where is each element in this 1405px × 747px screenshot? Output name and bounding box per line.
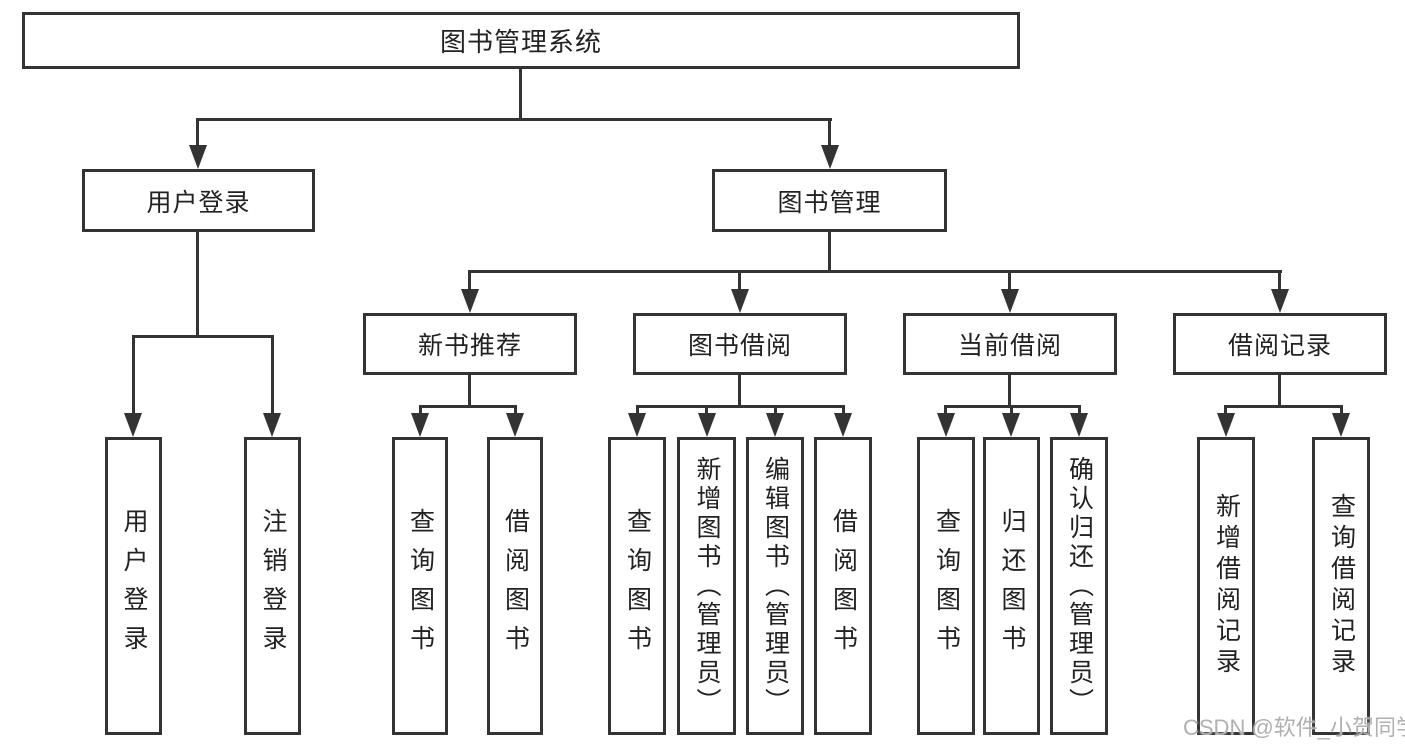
connector-line	[636, 405, 844, 408]
connector-line	[468, 373, 471, 407]
connector-line	[132, 335, 274, 338]
connector-line	[1224, 405, 1227, 415]
connector-line	[636, 405, 639, 415]
csdn-watermark: CSDN @软件_小贺同学	[1183, 715, 1405, 740]
arrowhead-down-icon	[1217, 413, 1235, 437]
arrowhead-down-icon	[461, 289, 479, 313]
node-new-book-recommendation: 新书推荐	[363, 313, 577, 375]
arrowhead-down-icon	[731, 289, 749, 313]
leaf-logout: 注销登录	[244, 437, 301, 735]
connector-line	[828, 231, 831, 272]
connector-line	[774, 405, 777, 415]
leaf-user-login: 用户登录	[105, 437, 162, 735]
connector-line	[468, 270, 471, 292]
connector-line	[196, 118, 199, 148]
connector-line	[842, 405, 845, 415]
connector-line	[705, 405, 708, 415]
arrowhead-down-icon	[411, 413, 429, 437]
connector-line	[828, 118, 831, 148]
connector-line	[1010, 405, 1013, 415]
leaf-query-books-borrowing: 查询图书	[608, 437, 666, 735]
connector-line	[1278, 270, 1281, 292]
leaf-confirm-return-admin: 确认归还（管理员）	[1050, 437, 1108, 735]
connector-line	[132, 335, 135, 417]
connector-line	[419, 405, 516, 408]
node-book-management: 图书管理	[712, 169, 947, 232]
arrowhead-down-icon	[1271, 289, 1289, 313]
arrowhead-down-icon	[263, 413, 281, 437]
arrowhead-down-icon	[1070, 413, 1088, 437]
connector-line	[271, 335, 274, 417]
connector-line	[514, 405, 517, 415]
node-user-login: 用户登录	[82, 169, 315, 232]
arrowhead-down-icon	[834, 413, 852, 437]
arrowhead-down-icon	[766, 413, 784, 437]
arrowhead-down-icon	[124, 413, 142, 437]
connector-line	[419, 405, 422, 415]
arrowhead-down-icon	[628, 413, 646, 437]
connector-line	[196, 118, 832, 121]
arrowhead-down-icon	[189, 145, 207, 169]
node-current-borrowing: 当前借阅	[903, 313, 1117, 375]
connector-line	[1278, 373, 1281, 407]
leaf-add-books-admin: 新增图书（管理员）	[677, 437, 736, 735]
arrowhead-down-icon	[1332, 413, 1350, 437]
leaf-query-books-current: 查询图书	[917, 437, 975, 735]
arrowhead-down-icon	[698, 413, 716, 437]
node-library-management-system: 图书管理系统	[22, 12, 1020, 69]
leaf-return-books: 归还图书	[983, 437, 1040, 735]
node-book-borrowing: 图书借阅	[633, 313, 847, 375]
arrowhead-down-icon	[937, 413, 955, 437]
connector-line	[196, 231, 199, 337]
connector-line	[1340, 405, 1343, 415]
connector-line	[738, 270, 741, 292]
connector-line	[1008, 270, 1011, 292]
connector-line	[1078, 405, 1081, 415]
leaf-borrow-books-borrowing: 借阅图书	[814, 437, 872, 735]
leaf-borrow-books-recommend: 借阅图书	[487, 437, 543, 735]
leaf-query-books-recommend: 查询图书	[392, 437, 448, 735]
arrowhead-down-icon	[821, 145, 839, 169]
arrowhead-down-icon	[1002, 413, 1020, 437]
connector-line	[1008, 373, 1011, 407]
connector-line	[944, 405, 947, 415]
arrowhead-down-icon	[506, 413, 524, 437]
leaf-edit-books-admin: 编辑图书（管理员）	[746, 437, 804, 735]
node-borrowing-records: 借阅记录	[1173, 313, 1387, 375]
connector-line	[738, 373, 741, 407]
connector-line	[1225, 405, 1342, 408]
leaf-query-borrow-record: 查询借阅记录	[1312, 437, 1370, 735]
connector-line	[468, 270, 1282, 273]
connector-line	[519, 69, 522, 120]
arrowhead-down-icon	[1001, 289, 1019, 313]
leaf-add-borrow-record: 新增借阅记录	[1197, 437, 1255, 735]
